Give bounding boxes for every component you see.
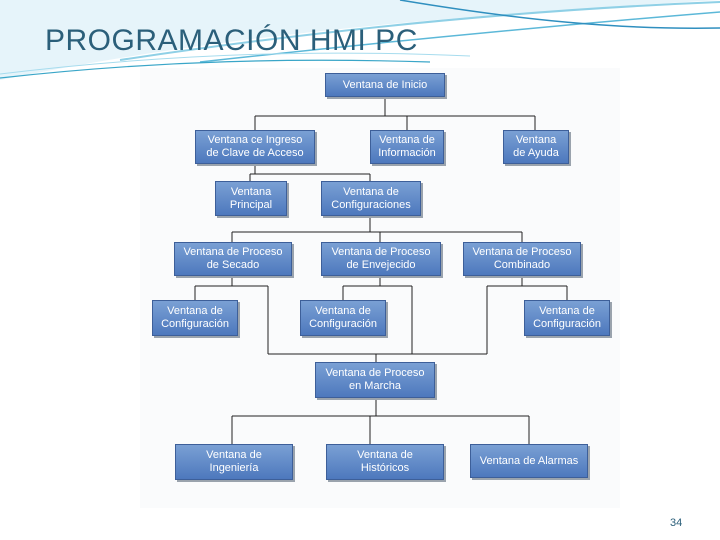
node-ventana-principal: Ventana Principal bbox=[215, 181, 287, 216]
node-ventana-ingreso-clave: Ventana ce Ingreso de Clave de Acceso bbox=[195, 130, 315, 164]
connector bbox=[486, 276, 568, 354]
node-ventana-alarmas: Ventana de Alarmas bbox=[470, 444, 588, 478]
node-proceso-en-marcha: Ventana de Proceso en Marcha bbox=[315, 362, 435, 398]
node-ventana-ayuda: Ventana de Ayuda bbox=[503, 130, 569, 164]
node-ventana-informacion: Ventana de Información bbox=[370, 130, 444, 164]
node-configuracion-combinado: Ventana de Configuración bbox=[524, 300, 610, 336]
slide-title: PROGRAMACIÓN HMI PC bbox=[45, 24, 418, 57]
connector bbox=[231, 216, 523, 242]
node-proceso-combinado: Ventana de Proceso Combinado bbox=[463, 242, 581, 276]
header-swoosh-decoration bbox=[0, 0, 720, 80]
node-proceso-secado: Ventana de Proceso de Secado bbox=[174, 242, 292, 276]
node-configuracion-envejecido: Ventana de Configuración bbox=[300, 300, 386, 336]
connector bbox=[231, 398, 530, 444]
connector bbox=[268, 353, 487, 362]
node-ventana-configuraciones: Ventana de Configuraciones bbox=[321, 181, 421, 216]
node-ventana-historicos: Ventana de Históricos bbox=[326, 444, 444, 480]
node-configuracion-secado: Ventana de Configuración bbox=[152, 300, 238, 336]
node-ventana-ingenieria: Ventana de Ingeniería bbox=[175, 444, 293, 480]
connector bbox=[194, 276, 269, 354]
page-number: 34 bbox=[670, 517, 683, 529]
node-ventana-inicio: Ventana de Inicio bbox=[325, 73, 445, 97]
node-proceso-envejecido: Ventana de Proceso de Envejecido bbox=[321, 242, 441, 276]
connector bbox=[249, 164, 371, 181]
connector bbox=[342, 276, 413, 354]
connector bbox=[254, 97, 536, 130]
